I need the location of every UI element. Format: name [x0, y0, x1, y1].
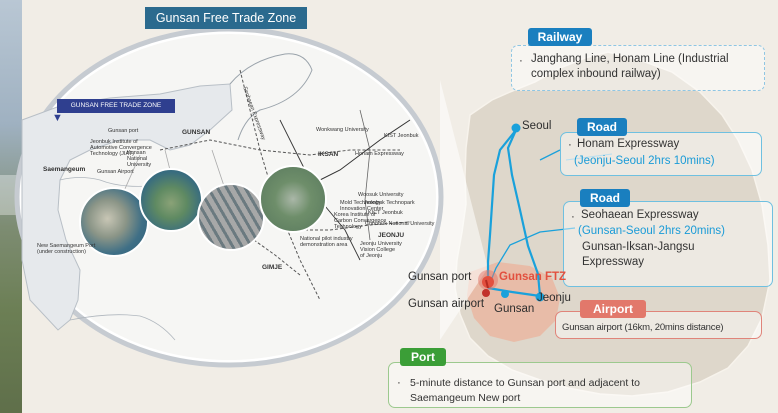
ftz-marker: [482, 276, 494, 288]
gunsan-dot: [501, 290, 509, 298]
inset-label-iksan: IKSAN: [318, 151, 339, 158]
inset-photo-2: [139, 168, 203, 232]
railway-text: Janghang Line, Honam Line (Industrial co…: [531, 53, 729, 80]
inset-label-gunsan-airport: Gunsan Airport: [97, 169, 134, 175]
route-seoul-gunsan: [486, 129, 517, 288]
inset-label-gunsan-port: Gunsan port: [108, 128, 139, 134]
road2-tag: Road: [580, 189, 630, 207]
inset-label-saemangeum: Saemangeum: [43, 166, 86, 173]
inset-label-jeonju-univ: Jeonju University Vision College of Jeon…: [360, 241, 402, 259]
port-tag: Port: [400, 348, 446, 366]
road1-tag: Road: [577, 118, 627, 136]
airport-text: Gunsan airport (16km, 20mins distance): [562, 322, 724, 333]
ftz-arrow-icon: ▼: [52, 112, 63, 124]
inset-label-wonkwang: Wonkwang University: [316, 127, 369, 133]
road2-line1: Seohaean Expressway: [581, 209, 699, 221]
road1-line2: (Jeonju-Seoul 2hrs 10mins): [574, 155, 715, 167]
inset-label-national-pilot: National pilot industry demonstration ar…: [300, 236, 353, 248]
railway-box: [511, 45, 765, 91]
route-gunsan-jeonju: [487, 286, 541, 298]
ftz-tag: GUNSAN FREE TRADE ZONE: [57, 99, 175, 113]
inset-road-lines: [239, 69, 321, 301]
railway-bullet: ·: [519, 55, 523, 67]
inset-label-mold-tech: Mold Technology Innovation Center: [340, 200, 384, 212]
inset-label-woosuk: Woosuk University: [358, 192, 404, 198]
inset-label-kist: KIST Jeonbuk: [384, 133, 419, 139]
map-label-jeonju: Jeonju: [537, 292, 571, 304]
port-bullet: ·: [397, 377, 401, 389]
road2-box: [563, 201, 773, 287]
route-seoul-jeonju: [506, 129, 542, 297]
road1-bullet: ·: [568, 139, 572, 151]
port-text: 5-minute distance to Gunsan port and adj…: [410, 377, 640, 404]
road1-box: [560, 132, 762, 176]
inset-label-kiost: Korea Institute of Carbon Convergence Te…: [334, 212, 387, 230]
road2-bullet: ·: [571, 211, 575, 223]
railway-tag: Railway: [528, 28, 592, 46]
jeonju-dot: [535, 292, 545, 302]
map-label-gunsan: Gunsan: [494, 303, 535, 315]
inset-label-kict: KICT Jeonbuk: [368, 210, 403, 216]
inset-photo-3: [197, 183, 265, 251]
map-label-gunsan-port: Gunsan port: [408, 271, 472, 283]
seoul-dot: [511, 123, 521, 133]
inset-label-chonbuk: Chonbuk National University: [365, 221, 435, 227]
inset-label-jeonbuk-techno: Jeonbuk Technopark: [364, 200, 415, 206]
port-box: [388, 362, 692, 408]
inset-sea: [21, 83, 233, 331]
inset-photo-4: [259, 165, 327, 233]
road2-line3: Gunsan-Iksan-Jangsu Expressway: [582, 241, 695, 268]
road1-line1: Honam Expressway: [577, 138, 680, 150]
inset-label-jeonbuk-institute: Jeonbuk Institute of Automotive Converge…: [90, 139, 152, 157]
inset-photo-1: [79, 187, 149, 257]
page-title: Gunsan Free Trade Zone: [145, 7, 307, 29]
inset-label-honam-expressway: Honam Expressway: [355, 151, 404, 157]
airport-tag: Airport: [580, 300, 646, 318]
inset-label-gimje: GIMJE: [262, 264, 283, 271]
map-label-gunsan-ftz: Gunsan FTZ: [499, 271, 567, 283]
road2-line2: (Gunsan-Seoul 2hrs 20mins): [578, 225, 726, 237]
airport-dot: [482, 289, 490, 297]
inset-label-new-port: New Saemangeum Port (under construction): [37, 243, 96, 255]
map-label-gunsan-airport: Gunsan airport: [408, 298, 485, 310]
inset-label-jeonju: JEONJU: [378, 232, 405, 239]
map-label-seoul: Seoul: [522, 120, 552, 132]
inset-label-kunsan-univ: Kunsan National University: [127, 150, 152, 168]
inset-connector: [440, 80, 488, 340]
inset-label-gunsan: GUNSAN: [182, 129, 211, 136]
